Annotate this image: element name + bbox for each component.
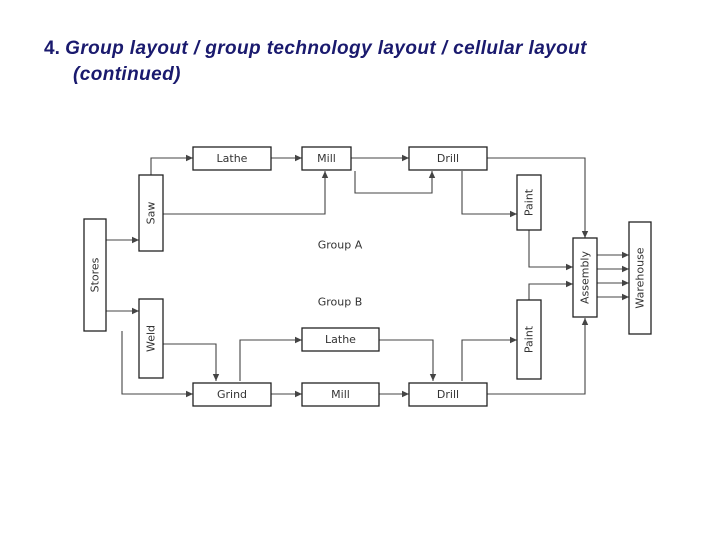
arrow-drill-a-assembly <box>487 157 589 238</box>
drill-b-node: Drill <box>408 382 488 407</box>
assembly-node: Assembly <box>572 237 598 318</box>
lathe-b-node: Lathe <box>301 327 380 352</box>
lathe-a-node: Lathe <box>192 146 272 171</box>
mill-a-node: Mill <box>301 146 352 171</box>
lathe-b-label: Lathe <box>325 333 356 346</box>
drill-a-node: Drill <box>408 146 488 171</box>
drill-b-label: Drill <box>437 388 459 401</box>
assembly-label: Assembly <box>579 251 592 305</box>
mill-b-node: Mill <box>301 382 380 407</box>
saw-node: Saw <box>138 174 164 252</box>
arrow-drill-b-assembly <box>487 318 589 395</box>
weld-label: Weld <box>145 325 158 352</box>
arrow-paint-a-assembly <box>528 230 573 271</box>
paint-a-label: Paint <box>523 188 536 216</box>
arrow-drill-a-paint-a <box>461 171 517 218</box>
arrow-mill-a-drill-a-loop <box>354 171 436 194</box>
slide-title-line2: (continued) <box>73 64 181 85</box>
arrow-stores-grind <box>121 331 193 398</box>
saw-label: Saw <box>145 202 158 225</box>
warehouse-node: Warehouse <box>628 221 652 335</box>
connector-lines <box>94 154 629 398</box>
group-b-label: Group B <box>318 296 363 309</box>
lathe-a-label: Lathe <box>217 152 248 165</box>
weld-node: Weld <box>138 298 164 379</box>
grind-label: Grind <box>217 388 247 401</box>
slide-title: 4. Group layout / group technology layou… <box>44 36 684 88</box>
arrow-drill-b-paint-b <box>461 336 517 381</box>
slide-number: 4. <box>44 38 60 59</box>
paint-b-label: Paint <box>523 325 536 353</box>
arrow-paint-b-assembly <box>528 280 573 300</box>
arrow-saw-mill-a <box>163 171 329 215</box>
arrow-grind-lathe-b <box>239 336 302 381</box>
arrow-saw-lathe-a <box>150 154 193 175</box>
grind-node: Grind <box>192 382 272 407</box>
group-a-label: Group A <box>318 239 363 252</box>
mill-a-label: Mill <box>317 152 336 165</box>
drill-a-label: Drill <box>437 152 459 165</box>
stores-label: Stores <box>89 257 102 292</box>
warehouse-label: Warehouse <box>634 247 647 308</box>
paint-b-node: Paint <box>516 299 542 380</box>
slide-title-line1: Group layout / group technology layout /… <box>65 38 587 59</box>
paint-a-node: Paint <box>516 174 542 231</box>
arrow-weld-grind <box>163 343 220 381</box>
stores-node: Stores <box>83 218 107 332</box>
mill-b-label: Mill <box>331 388 350 401</box>
